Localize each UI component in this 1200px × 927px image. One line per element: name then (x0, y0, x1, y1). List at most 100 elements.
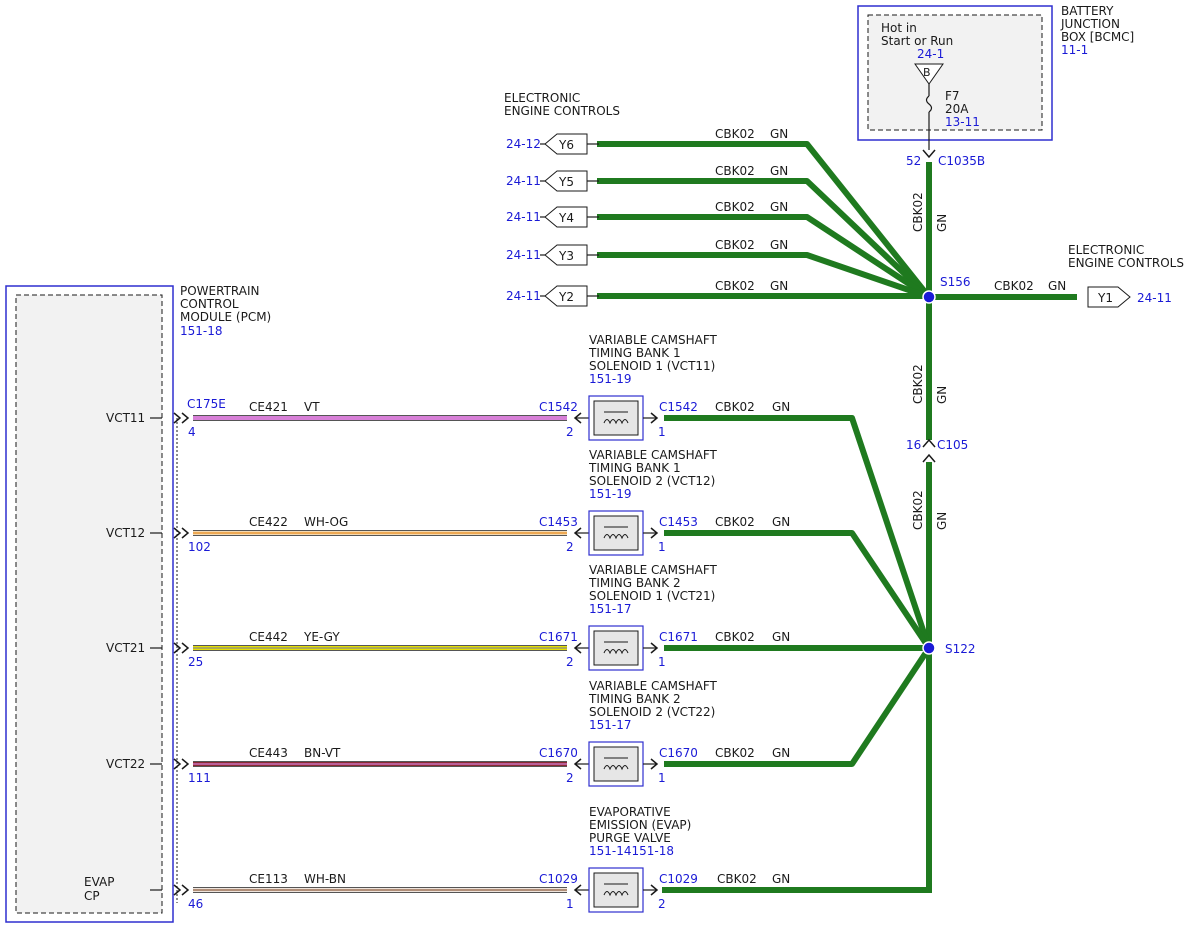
y1-connector[interactable] (1087, 286, 1131, 308)
component-ref-1[interactable]: 151-19 (589, 372, 632, 386)
y-ref-y4[interactable]: 24-11 (506, 210, 541, 224)
solenoid-coil-icon (603, 883, 629, 897)
signal-circuit-5: CE113 (249, 872, 288, 886)
c1035b-pin: 52 (906, 154, 921, 168)
component-title-2-5: EMISSION (EVAP) (589, 818, 691, 832)
splice-s122[interactable] (922, 641, 936, 655)
pcm-pin-number-3: 25 (188, 655, 203, 669)
ground-circuit-3: CBK02 (715, 630, 755, 644)
ground-color-3: GN (772, 630, 790, 644)
fuse-amps: 20A (945, 102, 969, 116)
c105-label[interactable]: C105 (937, 438, 968, 452)
component-connector-right-1[interactable]: C1542 (659, 400, 698, 414)
pcm-pin-number-4: 111 (188, 771, 211, 785)
bjb-hot-2: Start or Run (881, 34, 953, 48)
component-ref-5[interactable]: 151-14151-18 (589, 844, 674, 858)
pcm-title-3: MODULE (PCM) (180, 310, 271, 324)
c1035b-connector-icon (922, 149, 936, 159)
component-title-2-3: TIMING BANK 2 (588, 576, 681, 590)
pcm-pin-number-1: 4 (188, 425, 196, 439)
component-pin-left-5: 1 (566, 897, 574, 911)
bjb-title-3: BOX [BCMC] (1061, 30, 1134, 44)
bjb-hot-1: Hot in (881, 21, 917, 35)
pcm-pin-label2-5: CP (84, 889, 100, 903)
signal-color-2: WH-OG (304, 515, 348, 529)
component-title-1-2: VARIABLE CAMSHAFT (589, 448, 718, 462)
pcm-pin-arrow-3 (173, 642, 182, 654)
component-pin-left-3: 2 (566, 655, 574, 669)
vertical-color-upper: GN (935, 214, 949, 232)
ground-color-4: GN (772, 746, 790, 760)
signal-color-1: VT (304, 400, 320, 414)
component-connector-left-5[interactable]: C1029 (539, 872, 578, 886)
component-connector-right-5[interactable]: C1029 (659, 872, 698, 886)
component-connector-left-1[interactable]: C1542 (539, 400, 578, 414)
pcm-pin-arrow-5 (173, 884, 182, 896)
y-ref-y5[interactable]: 24-11 (506, 174, 541, 188)
c105-pin: 16 (906, 438, 921, 452)
component-connector-right-2[interactable]: C1453 (659, 515, 698, 529)
bjb-ref[interactable]: 11-1 (1061, 43, 1088, 57)
battery-junction-box[interactable]: BATTERY JUNCTION BOX [BCMC] 11-1 Hot in … (857, 4, 1134, 168)
solenoid-coil-icon (603, 411, 629, 425)
pcm-connector[interactable]: C175E (187, 397, 226, 411)
y-ref-y2[interactable]: 24-11 (506, 289, 541, 303)
component-connector-right-4[interactable]: C1670 (659, 746, 698, 760)
component-title-2-2: TIMING BANK 1 (588, 461, 681, 475)
component-pin-right-5: 2 (658, 897, 666, 911)
component-ref-4[interactable]: 151-17 (589, 718, 632, 732)
component-title-3-1: SOLENOID 1 (VCT11) (589, 359, 715, 373)
vertical-circuit-lower: CBK02 (911, 490, 925, 530)
wire-circuit-y2: CBK02 (715, 279, 755, 293)
pcm-ref[interactable]: 151-18 (180, 324, 223, 338)
y-ref-y3[interactable]: 24-11 (506, 248, 541, 262)
ground-color-5: GN (772, 872, 790, 886)
component-pin-right-4: 1 (658, 771, 666, 785)
bus-label: B (923, 66, 931, 79)
component-connector-right-3[interactable]: C1671 (659, 630, 698, 644)
component-connector-left-2[interactable]: C1453 (539, 515, 578, 529)
wire-circuit-y6: CBK02 (715, 127, 755, 141)
pcm-module[interactable] (5, 285, 174, 923)
fuse-ref[interactable]: 13-11 (945, 115, 980, 129)
wire-circuit-y4: CBK02 (715, 200, 755, 214)
component-pin-left-1: 2 (566, 425, 574, 439)
component-ref-2[interactable]: 151-19 (589, 487, 632, 501)
pcm-title-2: CONTROL (180, 297, 239, 311)
c105-connector-icon (922, 438, 936, 448)
connector-label-y6: Y6 (558, 138, 574, 152)
signal-circuit-4: CE443 (249, 746, 288, 760)
pcm-pin-label-3: VCT21 (106, 641, 145, 655)
eec-left-title-1: ELECTRONIC (504, 91, 580, 105)
y-ref-y6[interactable]: 24-12 (506, 137, 541, 151)
component-connector-left-4[interactable]: C1670 (539, 746, 578, 760)
component-title-3-5: PURGE VALVE (589, 831, 671, 845)
solenoid-coil-icon (603, 641, 629, 655)
ground-circuit-5: CBK02 (717, 872, 757, 886)
splice-s156[interactable] (922, 290, 936, 304)
bjb-hot-ref[interactable]: 24-1 (917, 47, 944, 61)
wire-circuit-y5: CBK02 (715, 164, 755, 178)
wire-color-y6: GN (770, 127, 788, 141)
splice-s122-label: S122 (945, 642, 976, 656)
y1-ref[interactable]: 24-11 (1137, 291, 1172, 305)
y1-circuit: CBK02 (994, 279, 1034, 293)
signal-circuit-2: CE422 (249, 515, 288, 529)
component-title-3-3: SOLENOID 1 (VCT21) (589, 589, 715, 603)
component-ref-3[interactable]: 151-17 (589, 602, 632, 616)
component-connector-left-3[interactable]: C1671 (539, 630, 578, 644)
component-title-1-5: EVAPORATIVE (589, 805, 671, 819)
vertical-circuit-upper: CBK02 (911, 192, 925, 232)
pcm-pin-number-5: 46 (188, 897, 203, 911)
c1035b-label[interactable]: C1035B (938, 154, 985, 168)
bjb-title-1: BATTERY (1061, 4, 1114, 18)
signal-color-4: BN-VT (304, 746, 341, 760)
component-pin-right-2: 1 (658, 540, 666, 554)
fuse-icon (925, 95, 933, 113)
connector-label-y4: Y4 (558, 211, 574, 225)
pcm-pin-label-5: EVAP (84, 875, 114, 889)
ground-circuit-2: CBK02 (715, 515, 755, 529)
